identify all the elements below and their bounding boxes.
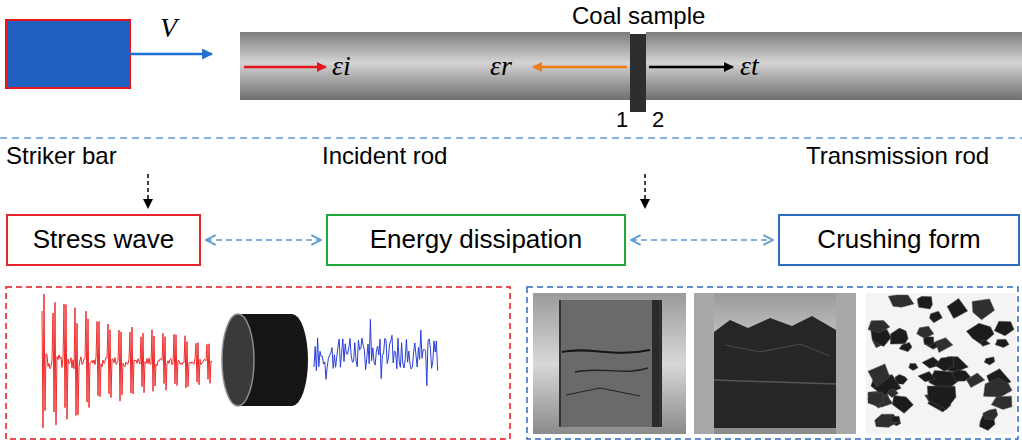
coal-fragment bbox=[984, 357, 994, 365]
sample-label: Coal sample bbox=[572, 2, 705, 30]
coal-fragment bbox=[947, 298, 968, 318]
illustration-part bbox=[649, 66, 733, 69]
coal-fragment bbox=[966, 323, 994, 344]
coal-fragment bbox=[984, 378, 1012, 397]
photo-frame bbox=[527, 287, 1018, 439]
coal-fragment bbox=[888, 295, 914, 307]
illustration-part bbox=[694, 293, 714, 434]
illustration-part bbox=[533, 293, 686, 434]
coal-fragment bbox=[917, 296, 932, 309]
part-label: Incident rod bbox=[322, 142, 447, 170]
coal-fragment bbox=[890, 328, 908, 344]
illustration-part bbox=[646, 32, 1022, 100]
photos bbox=[533, 293, 1016, 434]
box-text: Crushing form bbox=[817, 225, 980, 255]
coal-fragment bbox=[918, 371, 936, 381]
illustration-part bbox=[240, 32, 630, 100]
box-text: Stress wave bbox=[33, 225, 175, 255]
illustration-part bbox=[714, 380, 836, 384]
illustration-part bbox=[866, 293, 1016, 434]
coal-fragment bbox=[980, 340, 990, 347]
strain-symbol: εt bbox=[740, 50, 759, 82]
bars bbox=[240, 32, 1022, 112]
coal-fragment bbox=[935, 338, 952, 353]
face-number: 2 bbox=[652, 107, 664, 132]
part-label: Transmission rod bbox=[806, 142, 989, 170]
coal-fragment bbox=[995, 339, 1009, 347]
coal-fragment bbox=[923, 337, 933, 346]
illustration-part bbox=[533, 66, 627, 69]
waveforms bbox=[42, 294, 438, 428]
incident-waveform bbox=[42, 294, 212, 428]
coal-fragment bbox=[927, 386, 956, 409]
sample-cylinder bbox=[222, 314, 308, 406]
coal-fragment bbox=[887, 389, 898, 397]
illustration-part bbox=[630, 34, 646, 112]
coal-fragment bbox=[935, 357, 954, 372]
illustration-part bbox=[147, 174, 149, 208]
coal-fragment bbox=[983, 409, 998, 420]
photo-cracked bbox=[533, 293, 686, 434]
illustration-part bbox=[836, 293, 856, 434]
process-box: Stress wave bbox=[6, 214, 201, 266]
process-box: Crushing form bbox=[778, 214, 1020, 266]
illustration-part bbox=[725, 344, 830, 356]
illustration-part bbox=[222, 314, 254, 406]
coal-fragment bbox=[868, 392, 884, 406]
photo-broken bbox=[694, 293, 856, 434]
coal-fragment bbox=[875, 414, 899, 427]
strain-symbol: εi bbox=[332, 50, 351, 82]
process-box: Energy dissipation bbox=[326, 214, 626, 266]
illustration-part bbox=[694, 293, 856, 434]
coal-fragment bbox=[994, 321, 1014, 335]
box-text: Energy dissipation bbox=[370, 225, 582, 255]
coal-fragment bbox=[892, 395, 913, 413]
coal-fragment bbox=[966, 373, 984, 388]
illustration-part bbox=[244, 66, 326, 69]
strain-arrows bbox=[244, 67, 733, 68]
dashed-connector bbox=[206, 239, 321, 241]
illustration-part bbox=[276, 314, 308, 406]
illustration-part bbox=[560, 300, 660, 427]
coal-fragment bbox=[991, 396, 1012, 409]
coal-fragment bbox=[868, 320, 890, 332]
illustration-part bbox=[566, 388, 640, 396]
coal-fragment bbox=[890, 416, 899, 423]
coal-fragment bbox=[909, 363, 918, 370]
coal-fragment bbox=[868, 364, 890, 387]
illustration-part bbox=[6, 20, 130, 88]
down-arrows bbox=[148, 174, 645, 208]
illustration-part bbox=[575, 368, 648, 372]
illustration-part bbox=[644, 174, 646, 208]
coal-fragment bbox=[972, 299, 994, 320]
face-number: 1 bbox=[616, 107, 628, 132]
dashed-connector bbox=[631, 239, 773, 241]
transmitted-waveform bbox=[314, 319, 438, 385]
divider-line bbox=[0, 137, 1022, 139]
coal-fragment bbox=[929, 311, 942, 323]
part-label: Striker bar bbox=[6, 142, 117, 170]
photo-fragments bbox=[866, 293, 1016, 434]
illustration-part bbox=[130, 53, 212, 56]
illustration-part bbox=[562, 350, 650, 353]
striker-bar bbox=[6, 20, 212, 88]
wave-frame bbox=[6, 287, 510, 439]
velocity-symbol: V bbox=[160, 12, 177, 44]
strain-symbol: εr bbox=[490, 50, 512, 82]
illustration-part bbox=[714, 316, 836, 428]
illustration-part bbox=[560, 300, 660, 427]
